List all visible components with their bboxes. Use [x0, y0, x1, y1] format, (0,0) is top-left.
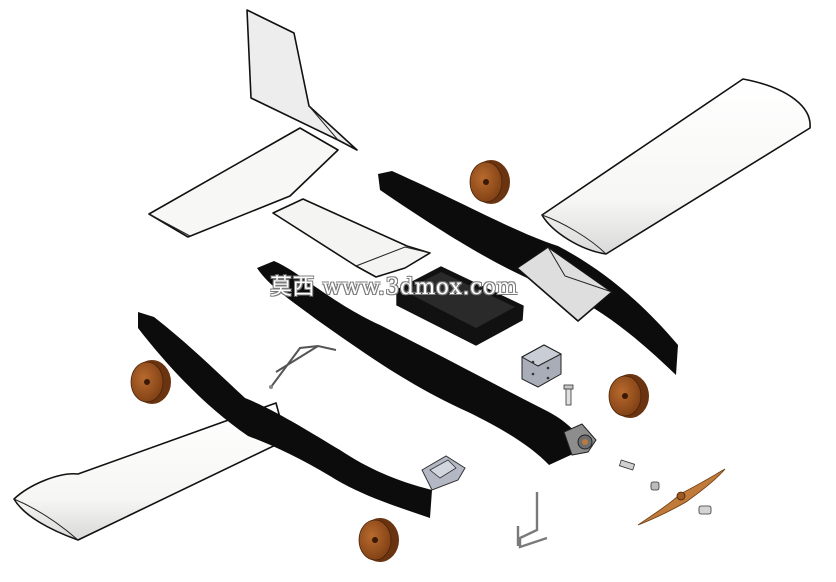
propeller: [637, 468, 726, 526]
wheel-left: [130, 360, 171, 404]
watermark-text: 莫西 www.3dmox.com: [270, 275, 518, 300]
wheel-bottom: [358, 518, 399, 562]
canopy-panel: [272, 198, 431, 278]
left-fuselage-boom: [138, 312, 432, 518]
landing-gear-wire: [516, 492, 548, 549]
tail-strut: [269, 344, 337, 389]
prop-adapter-parts: [618, 459, 712, 515]
battery-tray: [396, 266, 524, 346]
landing-gear-bracket: [421, 455, 466, 491]
horizontal-stabilizer: [148, 127, 339, 238]
wheel-top: [469, 160, 510, 204]
motor: [563, 423, 597, 456]
center-fuselage: [257, 261, 586, 465]
motor-mount-block: [520, 344, 563, 388]
mount-bolt: [563, 384, 574, 406]
wing-mount-plate: [516, 246, 613, 322]
right-wing: [541, 78, 811, 255]
vertical-tail-fin: [246, 9, 358, 151]
wheel-right: [608, 374, 649, 418]
